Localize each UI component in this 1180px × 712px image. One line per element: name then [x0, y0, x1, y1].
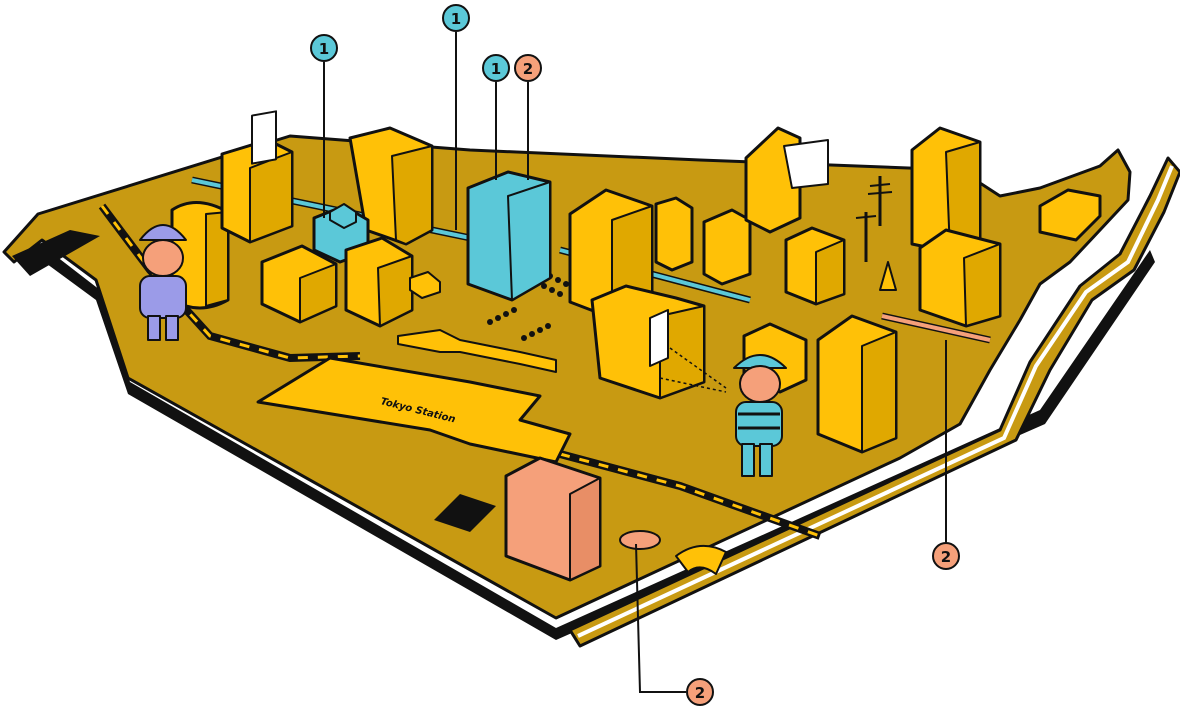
badge-marker-4[interactable]: 2	[514, 54, 542, 82]
buildings	[170, 110, 1102, 582]
badge-marker-2[interactable]: 1	[442, 4, 470, 32]
building-right-lower	[816, 314, 898, 454]
svg-text:1: 1	[491, 60, 501, 78]
building-poster	[590, 284, 706, 400]
building-cylinder	[170, 201, 230, 310]
pedestrian	[659, 347, 787, 477]
leader-lines	[323, 32, 947, 693]
manhole	[619, 530, 661, 550]
building-right-tall	[744, 126, 829, 234]
building-tall-left	[348, 126, 434, 246]
svg-text:1: 1	[319, 40, 329, 58]
building-cyan-tower	[466, 170, 552, 302]
building-box-3	[654, 196, 694, 272]
badge-marker-5[interactable]: 2	[932, 542, 960, 570]
badge-marker-3[interactable]: 1	[482, 54, 510, 82]
building-edge	[1038, 188, 1102, 242]
vehicle	[409, 271, 441, 299]
building-box-5	[784, 226, 846, 306]
badge-marker-1[interactable]: 1	[310, 34, 338, 62]
stairs	[434, 494, 496, 532]
badges: 1 1 1 2 2 2	[310, 4, 960, 706]
traffic-cone	[879, 261, 897, 291]
building-far-right-low	[918, 228, 1002, 328]
svg-text:2: 2	[695, 684, 705, 702]
footbridge	[675, 545, 727, 575]
building-box-2	[344, 236, 414, 328]
badge-marker-6[interactable]: 2	[686, 678, 714, 706]
station-platform	[397, 329, 557, 373]
worker	[139, 224, 187, 341]
building-billboard	[220, 110, 294, 244]
building-box-1	[260, 244, 338, 324]
railway-strip	[568, 156, 1180, 648]
building-box-4	[702, 208, 752, 286]
svg-text:1: 1	[451, 10, 461, 28]
svg-text:2: 2	[941, 548, 951, 566]
svg-text:2: 2	[523, 60, 533, 78]
utility-pole	[855, 176, 893, 262]
tokyo-station[interactable]: Tokyo Station	[256, 356, 572, 464]
building-salmon	[504, 456, 602, 582]
